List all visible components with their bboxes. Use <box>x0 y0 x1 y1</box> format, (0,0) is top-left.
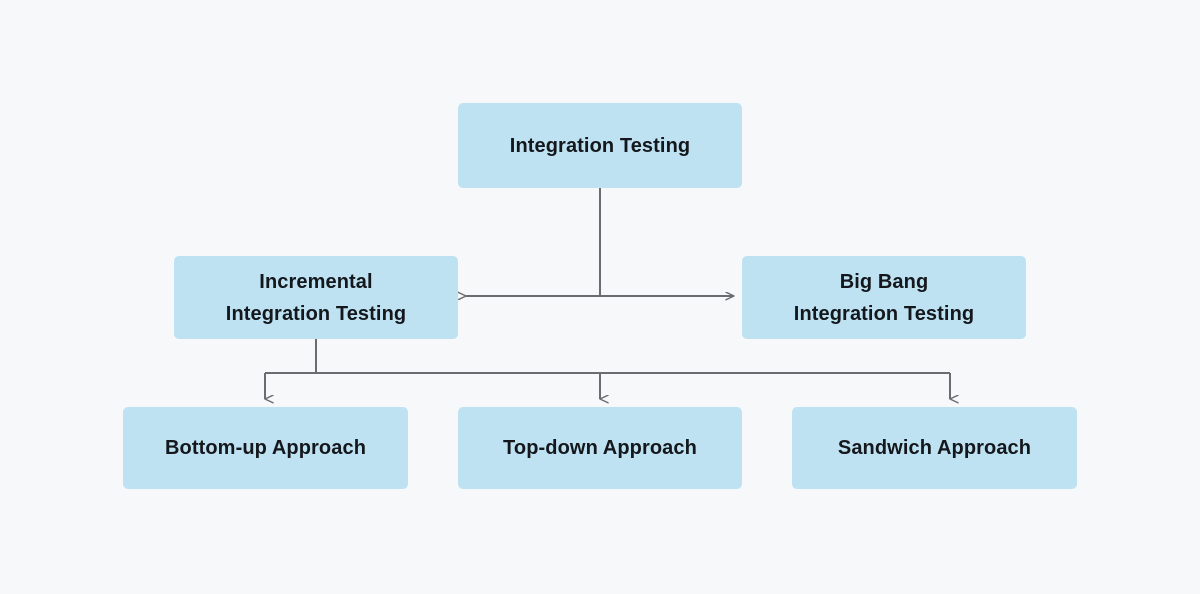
node-integration-testing[interactable]: Integration Testing <box>458 103 742 188</box>
node-bottom-up-approach-label: Bottom-up Approach <box>164 437 367 459</box>
node-big-bang-integration-testing-label: Big Bang Integration Testing <box>793 270 975 325</box>
node-top-down-approach[interactable]: Top-down Approach <box>458 407 742 489</box>
node-incremental-integration-testing-label: Incremental Integration Testing <box>225 270 407 325</box>
node-big-bang-integration-testing[interactable]: Big Bang Integration Testing <box>742 256 1026 339</box>
node-sandwich-approach[interactable]: Sandwich Approach <box>792 407 1077 489</box>
node-incremental-integration-testing[interactable]: Incremental Integration Testing <box>174 256 458 339</box>
node-top-down-approach-label: Top-down Approach <box>503 437 697 459</box>
node-integration-testing-label: Integration Testing <box>509 134 691 157</box>
node-sandwich-approach-label: Sandwich Approach <box>837 437 1032 459</box>
node-bottom-up-approach[interactable]: Bottom-up Approach <box>123 407 408 489</box>
